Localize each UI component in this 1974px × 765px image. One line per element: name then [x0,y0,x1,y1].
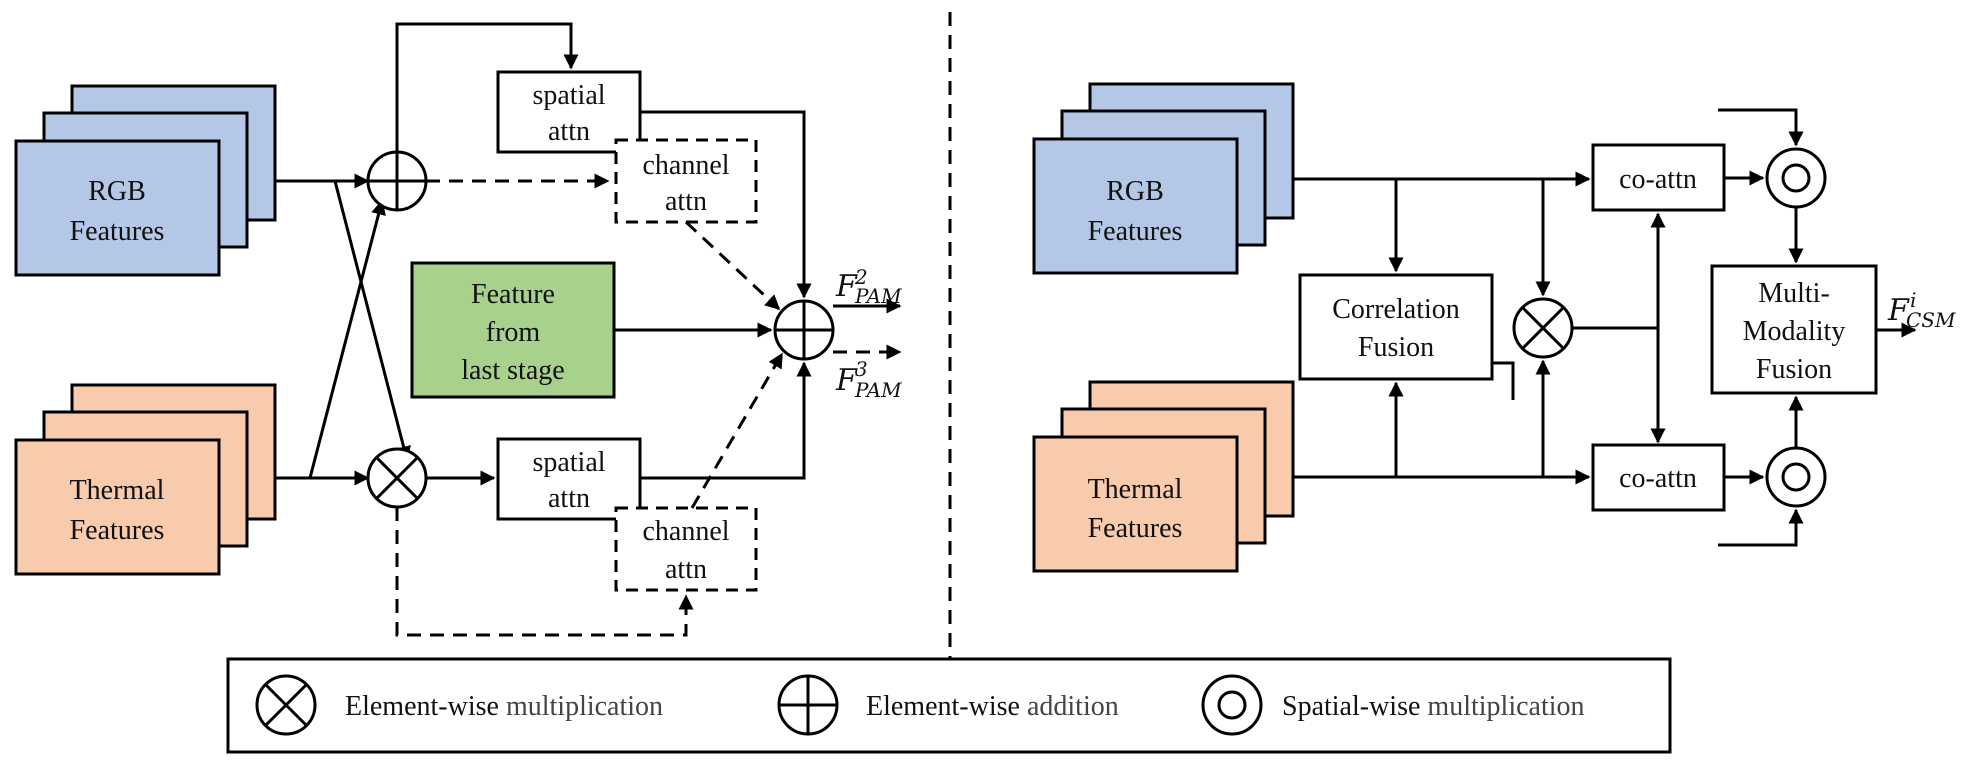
pam-spatial-attn-bottom-label-2: attn [548,483,590,514]
csm-out-sub: CSM [1906,308,1956,332]
csm-co-attn-bottom: co-attn [1591,443,1726,512]
pam-rgb-features-stack: RGB Features [14,84,277,277]
pam-stage-label-3: last stage [461,355,564,386]
pam-out3-base: F [835,363,858,398]
csm-spatial-mult-top-icon [1765,147,1827,209]
csm-thermal-features-stack: Thermal Features [1032,380,1295,573]
pam-spatial-attn-bottom: spatial attn [496,437,642,521]
pam-out3-sup: 3 [855,357,868,381]
pam-channel-attn-top: channel attn [614,138,758,224]
csm-rgb-label-1: RGB [1106,176,1164,207]
csm-thermal-label-2: Features [1088,513,1183,544]
pam-channel-attn-bottom: channel attn [614,506,758,592]
pam-multiplication-op-icon [366,447,428,509]
pam-out2-base: F [835,269,858,304]
pam-thermal-label-2: Features [70,515,165,546]
pam-fusion-addition-op-icon [773,299,835,361]
legend: Element-wise multiplication Element-wise… [226,657,1672,754]
csm-thermal-label-1: Thermal [1088,474,1183,505]
pam-stage-label-1: Feature [471,279,555,310]
pam-output-f2: F 2 PAM [835,265,902,308]
csm-spatial-mult-bottom-icon [1765,446,1827,508]
csm-rgb-label-2: Features [1088,216,1183,247]
csm-output-fi: F i CSM [1887,288,1956,332]
pam-channel-attn-bottom-label-2: attn [665,554,707,585]
csm-out-sup: i [1910,288,1916,312]
csm-out-base: F [1887,293,1910,328]
pam-spatial-attn-top-label-1: spatial [532,80,605,111]
pam-stage-label-2: from [486,317,541,348]
pam-thermal-features-stack: Thermal Features [14,383,277,576]
pam-feature-from-last-stage: Feature from last stage [410,261,616,399]
csm-mmf-label-3: Fusion [1756,354,1832,385]
pam-channel-attn-top-label-2: attn [665,186,707,217]
csm-co-attn-top: co-attn [1591,143,1726,212]
pam-output-f3: F 3 PAM [835,357,902,402]
pam-addition-op-icon [366,150,428,212]
pam-spatial-attn-bottom-label-1: spatial [532,447,605,478]
legend-spatial-mult-label: Spatial-wise multiplication [1282,691,1585,722]
legend-addition-icon [777,674,839,736]
pam-channel-attn-bottom-label-1: channel [642,516,729,547]
pam-channel-attn-top-label-1: channel [642,150,729,181]
pam-panel: RGB Features Thermal Features [14,22,902,637]
legend-spatial-mult-icon [1201,674,1263,736]
csm-rgb-features-stack: RGB Features [1032,82,1295,275]
csm-panel: RGB Features Thermal Features Correlatio… [1032,82,1956,573]
pam-spatial-attn-top-label-2: attn [548,116,590,147]
legend-multiplication-label: Element-wise multiplication [345,691,663,722]
pam-out3-sub: PAM [854,378,902,402]
legend-multiplication-icon [255,674,317,736]
pam-rgb-label-2: Features [70,216,165,247]
csm-mmf-label-1: Multi- [1758,278,1830,309]
csm-corr-label-1: Correlation [1332,294,1460,325]
csm-coattn-top-label: co-attn [1619,164,1697,195]
csm-multiplication-op-icon [1512,297,1574,359]
csm-multi-modality-fusion: Multi- Modality Fusion [1710,264,1878,395]
pam-thermal-label-1: Thermal [70,475,165,506]
csm-coattn-bottom-label: co-attn [1619,463,1697,494]
pam-out2-sub: PAM [854,284,902,308]
csm-corr-label-2: Fusion [1358,332,1434,363]
csm-mmf-label-2: Modality [1743,316,1846,347]
pam-rgb-label-1: RGB [88,176,146,207]
csm-correlation-fusion: Correlation Fusion [1298,273,1494,381]
pam-out2-sup: 2 [854,265,868,289]
legend-addition-label: Element-wise addition [866,691,1119,722]
